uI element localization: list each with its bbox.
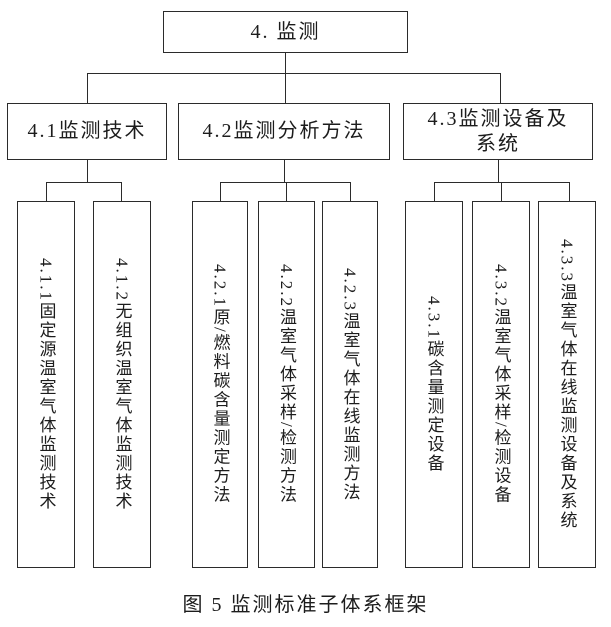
node-4-1-1-label: 4.1.1固定源温室气体监测技术 [36,258,56,511]
connector-drop-4-3 [500,73,501,103]
connector-4-2-stem [284,160,285,182]
node-4-1-2: 4.1.2无组织温室气体监测技术 [93,201,151,568]
connector-drop-4-1-1 [46,182,47,201]
connector-drop-4-2 [285,73,286,103]
node-4-2-3-label: 4.2.3温室气体在线监测方法 [340,267,360,502]
node-4-2-2-label: 4.2.2温室气体采样/检测方法 [277,264,296,505]
node-4-3-3-label: 4.3.3温室气体在线监测设备及系统 [557,239,577,530]
node-4-2-1: 4.2.1原/燃料碳含量测定方法 [192,201,248,568]
connector-drop-4-2-3 [350,182,351,201]
connector-4-1-bus [46,182,122,183]
node-4-2: 4.2监测分析方法 [178,103,390,160]
node-4-1-label: 4.1监测技术 [27,120,147,142]
node-4-3-1: 4.3.1碳含量测定设备 [405,201,463,568]
node-4-3-1-label: 4.3.1碳含量测定设备 [424,296,444,473]
connector-drop-4-2-2 [286,182,287,201]
node-root-label: 4. 监测 [250,20,321,43]
node-4-3-3: 4.3.3温室气体在线监测设备及系统 [538,201,596,568]
connector-drop-4-3-1 [434,182,435,201]
connector-4-3-bus [434,182,570,183]
connector-drop-4-3-3 [569,182,570,201]
connector-4-1-stem [87,160,88,182]
connector-4-2-bus [220,182,351,183]
node-4-1-1: 4.1.1固定源温室气体监测技术 [17,201,75,568]
connector-level2-bus [87,73,501,74]
node-4-3-label: 4.3监测设备及系统 [427,107,569,155]
node-4-3-2-label: 4.3.2温室气体采样/检测设备 [491,264,511,505]
node-4-2-label: 4.2监测分析方法 [202,120,366,142]
node-4-1-2-label: 4.1.2无组织温室气体监测技术 [112,258,132,511]
connector-drop-4-1-2 [121,182,122,201]
node-4-2-1-label: 4.2.1原/燃料碳含量测定方法 [210,264,230,505]
connector-root-stem [285,53,286,73]
connector-drop-4-1 [87,73,88,103]
node-4-3: 4.3监测设备及系统 [403,103,593,160]
connector-4-3-stem [498,160,499,182]
node-4-1: 4.1监测技术 [7,103,167,160]
figure-caption: 图 5 监测标准子体系框架 [182,594,429,616]
node-4-2-2: 4.2.2温室气体采样/检测方法 [258,201,315,568]
node-4-2-3: 4.2.3温室气体在线监测方法 [322,201,378,568]
connector-drop-4-3-2 [501,182,502,201]
node-root: 4. 监测 [163,11,408,53]
node-4-3-2: 4.3.2温室气体采样/检测设备 [472,201,530,568]
connector-drop-4-2-1 [220,182,221,201]
